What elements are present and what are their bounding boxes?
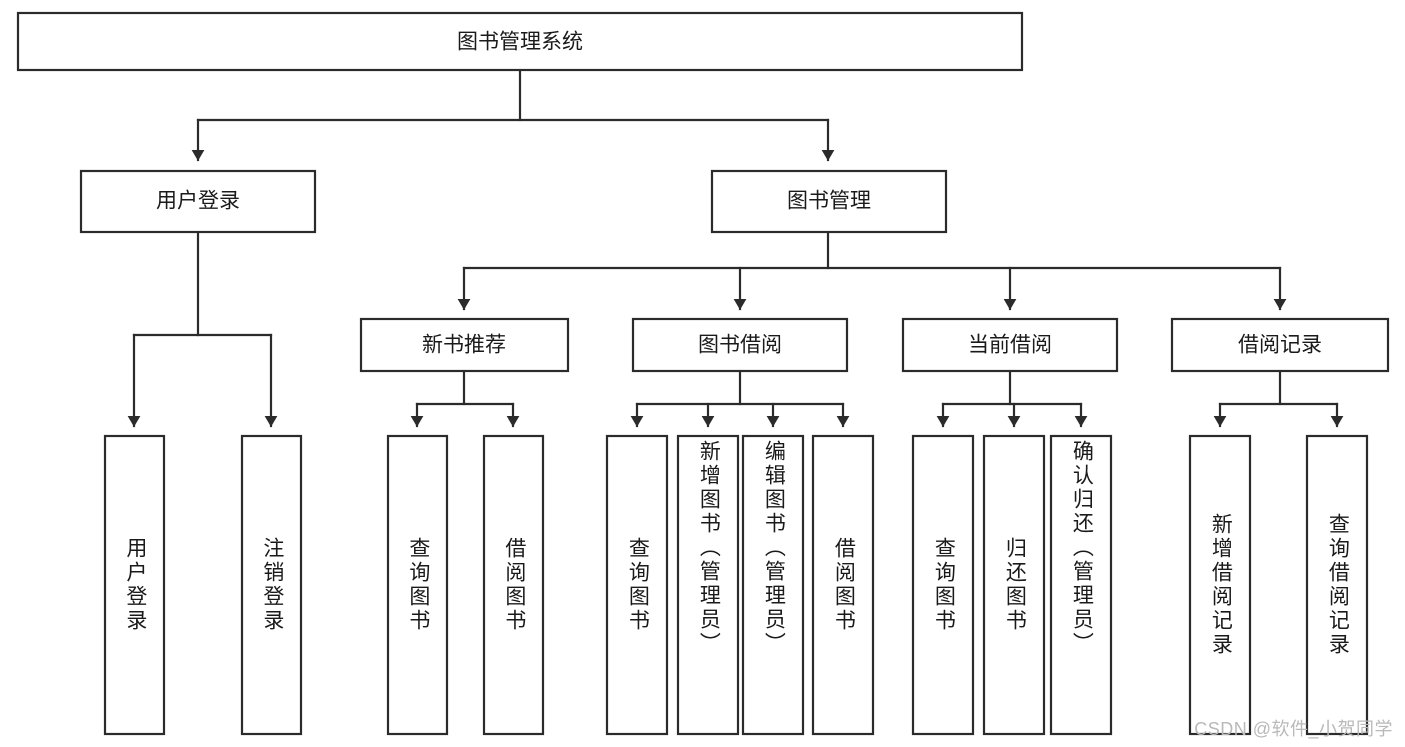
node-box-borrow-books-recommend[interactable] xyxy=(482,434,545,736)
node-box-return-book[interactable] xyxy=(982,434,1046,736)
node-box-query-books-recommend[interactable] xyxy=(386,434,449,736)
node-box-new-book-recommend[interactable] xyxy=(359,317,570,373)
node-box-borrow-record[interactable] xyxy=(1170,317,1390,373)
node-label-new-book-recommend: 新书推荐 xyxy=(422,334,506,357)
node-box-user-logout-action[interactable] xyxy=(240,434,303,736)
node-box-root[interactable] xyxy=(16,11,1024,72)
node-label-current-borrow: 当前借阅 xyxy=(968,334,1052,357)
connector-layer xyxy=(127,68,1344,428)
node-box-query-borrow-record[interactable] xyxy=(1305,434,1369,736)
node-box-query-books-current[interactable] xyxy=(911,434,975,736)
node-box-add-book-admin[interactable] xyxy=(676,434,740,736)
node-box-user-login-action[interactable] xyxy=(103,434,166,736)
node-box-add-borrow-record[interactable] xyxy=(1188,434,1252,736)
node-label-borrow-record: 借阅记录 xyxy=(1238,334,1322,357)
node-layer: 图书管理系统 用户登录 图书管理 新书推荐 图书借阅 当前借阅 借阅记录 xyxy=(16,11,1390,736)
node-box-user-login[interactable] xyxy=(79,169,317,234)
watermark-text: CSDN @软件_小贺同学 xyxy=(1194,719,1393,739)
node-label-user-login: 用户登录 xyxy=(156,190,240,213)
node-box-query-books-borrow[interactable] xyxy=(605,434,669,736)
node-box-confirm-return-admin[interactable] xyxy=(1049,434,1113,736)
node-box-borrow-book-action[interactable] xyxy=(811,434,875,736)
node-box-edit-book-admin[interactable] xyxy=(741,434,805,736)
node-box-book-management[interactable] xyxy=(710,169,948,234)
node-label-book-borrow: 图书借阅 xyxy=(698,334,782,357)
node-label-book-management: 图书管理 xyxy=(787,190,871,213)
node-box-book-borrow[interactable] xyxy=(631,317,849,373)
node-label-root: 图书管理系统 xyxy=(457,31,583,54)
node-box-current-borrow[interactable] xyxy=(901,317,1119,373)
